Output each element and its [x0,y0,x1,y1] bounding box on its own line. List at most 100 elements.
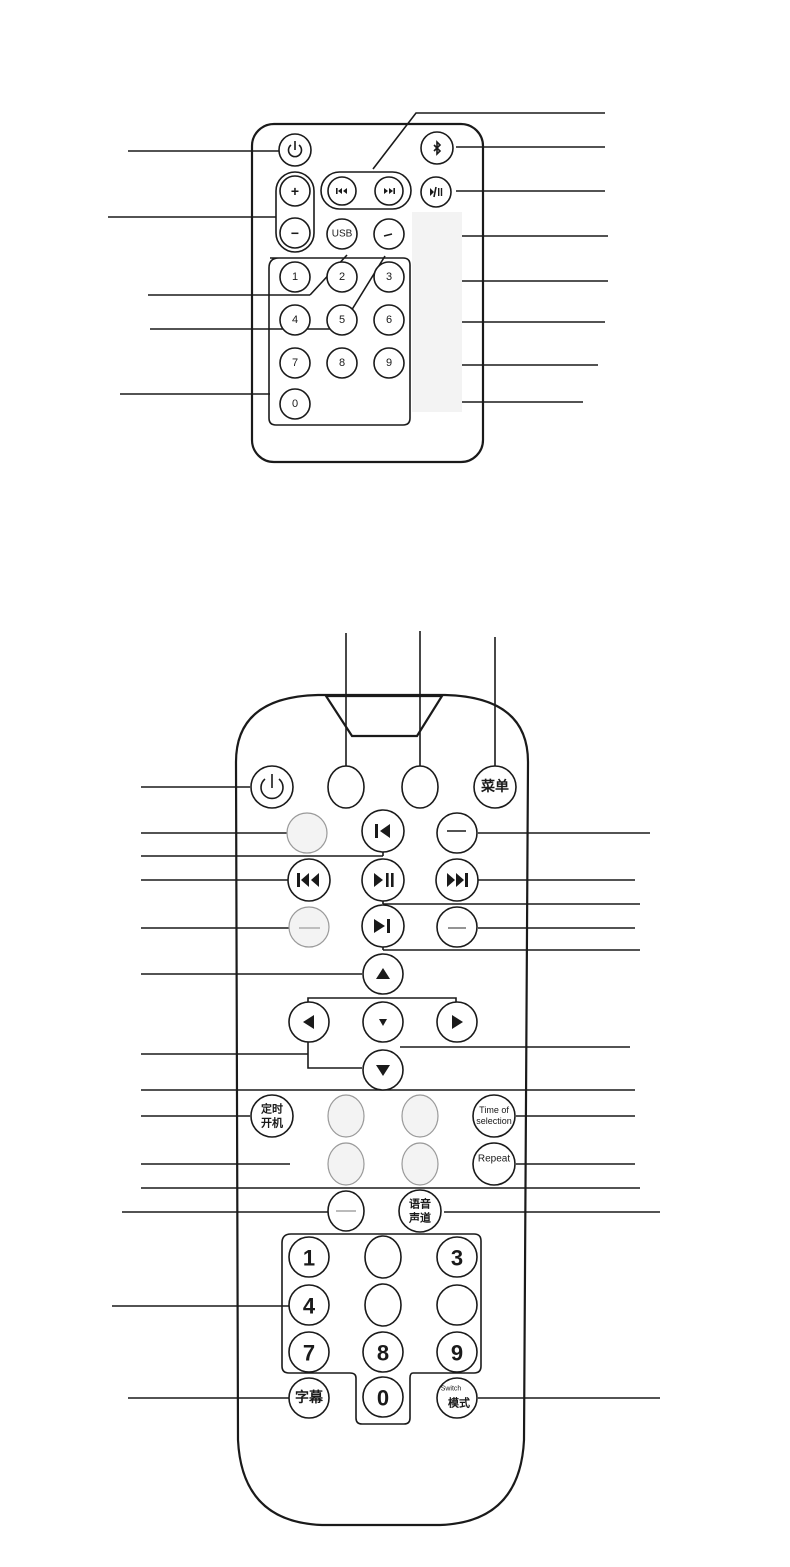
faint-key-5[interactable] [327,1142,365,1186]
large-digit-button[interactable]: 0 [362,1376,404,1418]
arrow-down-icon [376,1065,390,1076]
next-track-button[interactable] [374,176,404,206]
repeat-button[interactable]: Repeat [472,1142,516,1186]
faint-key-4[interactable] [401,1094,439,1138]
timer-power-on-button[interactable]: 定时 开机 [250,1094,294,1138]
small-digit-button[interactable]: 9 [373,347,405,379]
fast-rewind-button[interactable] [287,858,331,902]
large-digit-button[interactable]: 4 [288,1284,330,1326]
switch-label: Switch [441,1386,462,1393]
large-digit-button[interactable]: 7 [288,1331,330,1373]
faint-key-6[interactable] [401,1142,439,1186]
volume-up-button[interactable]: + [279,175,311,207]
bluetooth-button[interactable] [420,131,454,165]
arrow-right-icon [452,1015,463,1029]
power-button[interactable] [278,133,312,167]
step-forward-icon [374,919,390,933]
large-digit-button[interactable]: 8 [362,1331,404,1373]
usb-label: USB [332,229,353,240]
nav-left-button[interactable] [288,1001,330,1043]
small-keypad-frame [268,257,411,426]
next-track-icon [384,188,395,194]
timer-label-line2: 开机 [261,1116,283,1130]
small-digit-button[interactable]: 2 [326,261,358,293]
ok-icon [379,1019,387,1026]
mode-label: 模式 [448,1396,470,1410]
switch-mode-button[interactable]: Switch 模式 [436,1377,478,1419]
small-digit-label: 7 [292,357,298,369]
nav-right-button[interactable] [436,1001,478,1043]
small-digit-label: 8 [339,357,345,369]
play-pause-button[interactable] [420,176,452,208]
large-remote: 菜单 [112,631,660,1527]
large-digit-5-button[interactable] [364,1283,402,1327]
volume-down-button[interactable]: − [279,217,311,249]
small-digit-label: 2 [339,271,345,283]
line-in-button[interactable] [373,218,405,250]
play-pause-button-large[interactable] [361,858,405,902]
subtitle-button[interactable]: 字幕 [288,1377,330,1419]
nav-ok-button[interactable] [362,1001,404,1043]
nav-down-button[interactable] [362,1049,404,1091]
subtitle-label: 字幕 [295,1389,324,1406]
prev-track-button[interactable] [327,176,357,206]
fast-rewind-icon [297,873,319,887]
line-in-icon [383,233,393,237]
timer-label-line1: 定时 [261,1102,283,1116]
nav-up-button[interactable] [362,953,404,995]
fast-forward-button[interactable] [435,858,479,902]
small-digit-button[interactable]: 6 [373,304,405,336]
large-digit-button[interactable]: 1 [288,1236,330,1278]
time-of-selection-button[interactable]: Time of selection [472,1094,516,1138]
small-digit-button[interactable]: 3 [373,261,405,293]
small-digit-button[interactable]: 5 [326,304,358,336]
faint-key-left-2[interactable] [288,906,330,948]
small-digit-label: 5 [339,314,345,326]
faint-key-3[interactable] [327,1094,365,1138]
small-digit-label: 6 [386,314,392,326]
small-remote: + − [108,112,608,464]
next-chapter-button[interactable] [361,904,405,948]
power-icon [260,774,284,800]
audio-track-line2: 声道 [408,1211,431,1225]
small-remote-faint-strip [412,212,462,412]
play-pause-icon [374,873,394,887]
large-power-button[interactable] [250,765,294,809]
play-pause-icon [430,186,443,198]
menu-label: 菜单 [480,778,509,795]
small-digit-button[interactable]: 1 [279,261,311,293]
menu-button[interactable]: 菜单 [473,765,517,809]
small-digit-label: 1 [292,271,298,283]
small-digit-button[interactable]: 7 [279,347,311,379]
large-digit-button[interactable]: 3 [436,1236,478,1278]
arrow-left-icon [303,1015,314,1029]
faint-key-7[interactable] [327,1190,365,1232]
faint-key-left-1[interactable] [286,812,328,854]
large-digit-2-button[interactable] [364,1235,402,1279]
small-digit-button[interactable]: 8 [326,347,358,379]
ir-window [323,694,444,738]
large-digit-6-button[interactable] [436,1284,478,1326]
large-digit-label: 0 [377,1386,389,1411]
top-key-1[interactable] [327,765,365,809]
return-button[interactable] [436,812,478,854]
usb-button[interactable]: USB [326,218,358,250]
volume-down-label: − [291,225,299,241]
small-remote-leader-lines [108,112,608,403]
large-digit-label: 8 [377,1341,389,1366]
small-digit-button[interactable]: 0 [279,388,311,420]
large-digit-label: 1 [303,1246,315,1271]
audio-track-button[interactable]: 语音 声道 [398,1189,442,1233]
bluetooth-icon [433,140,442,156]
arrow-up-icon [376,968,390,979]
large-digit-label: 3 [451,1246,463,1271]
faint-key-right-2[interactable] [436,906,478,948]
top-key-2[interactable] [401,765,439,809]
time-selection-line2: selection [476,1116,512,1126]
fast-forward-icon [447,873,468,887]
large-digit-label: 4 [303,1294,316,1319]
small-digit-button[interactable]: 4 [279,304,311,336]
large-digit-button[interactable]: 9 [436,1331,478,1373]
power-icon [287,141,303,158]
prev-chapter-button[interactable] [361,809,405,853]
